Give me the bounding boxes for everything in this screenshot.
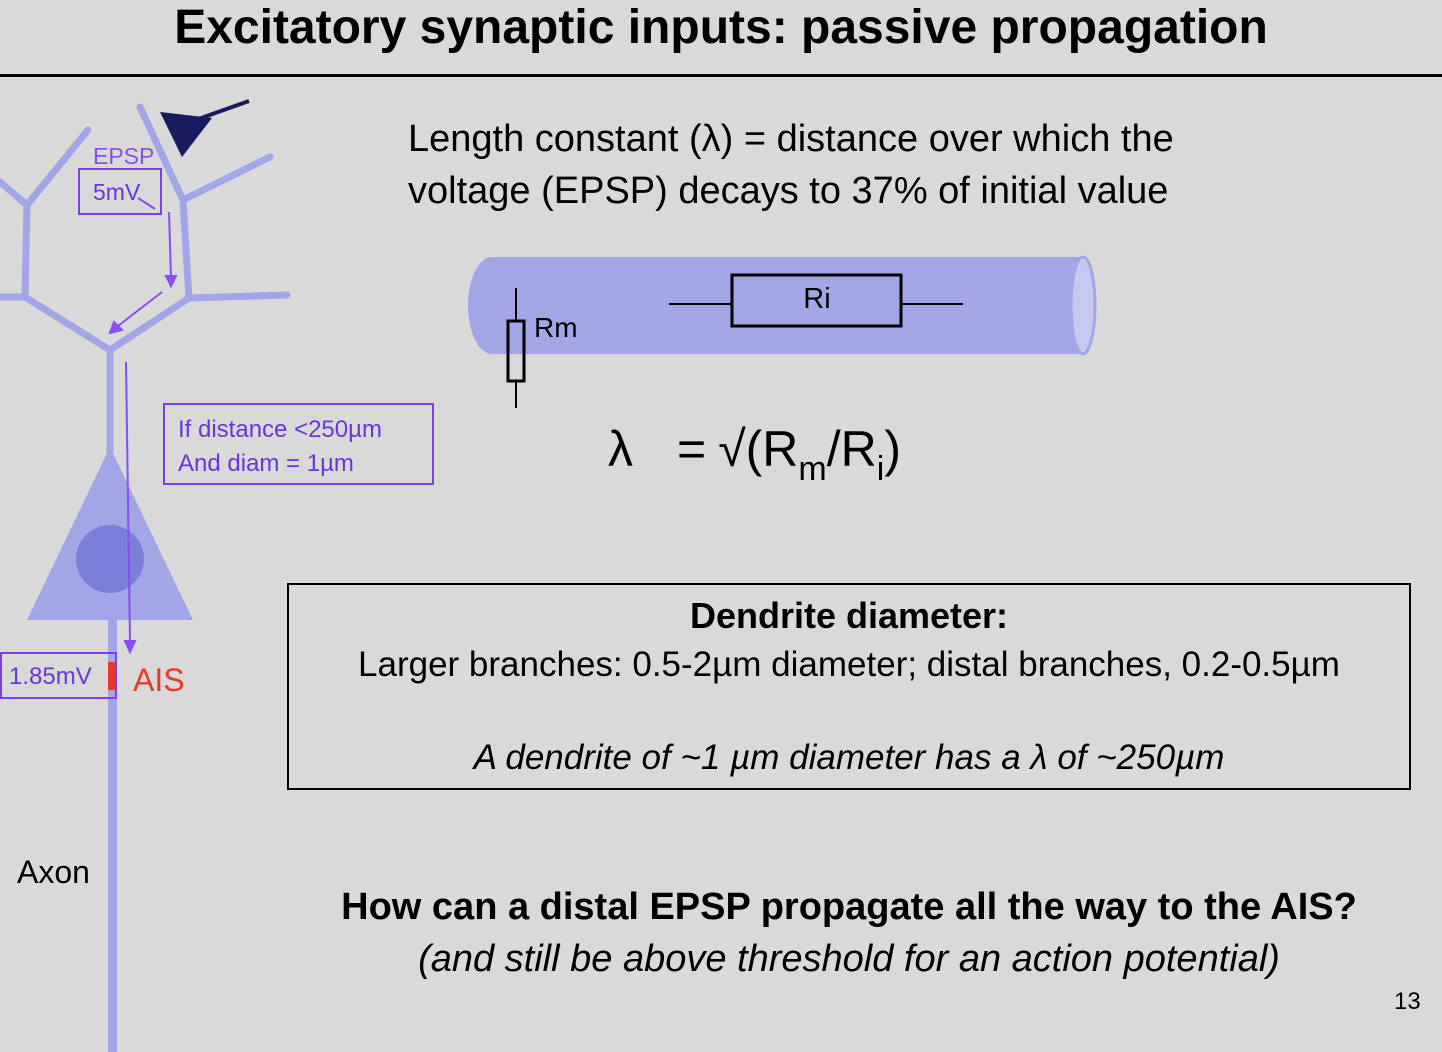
- dendrite-diameter-box: Dendrite diameter: Larger branches: 0.5-…: [287, 583, 1411, 790]
- formula-close: ): [884, 421, 901, 477]
- presynaptic-axon: [189, 99, 250, 124]
- distance-condition-line-2: And diam = 1µm: [178, 450, 354, 477]
- ri-label: Ri: [803, 283, 831, 315]
- dendrite-right-horizontal: [185, 291, 291, 302]
- arrow-down-dendrite: [168, 211, 172, 279]
- axon: [108, 615, 117, 1052]
- rm-label: Rm: [534, 312, 578, 343]
- ais-marker: [108, 662, 117, 690]
- distance-condition-box: If distance <250µm And diam = 1µm: [163, 403, 434, 485]
- arrow-epsp-to-box: [137, 197, 156, 210]
- formula-open: (R: [745, 421, 799, 477]
- formula-lambda: λ: [608, 421, 633, 477]
- epsp-arrows: [108, 197, 178, 655]
- title-divider: [0, 74, 1442, 77]
- axon-label: Axon: [17, 854, 90, 890]
- dendrite-left-upper: [23, 126, 92, 209]
- dendrite-left-tip: [0, 178, 31, 209]
- dendrite-branches: [0, 103, 291, 464]
- arrowhead-to-trunk: [108, 320, 124, 335]
- ais-amplitude: 1.85mV: [9, 663, 92, 690]
- dendrite-right-vertical: [179, 196, 193, 302]
- arrow-to-trunk: [117, 291, 163, 327]
- formula-equals: =: [677, 421, 707, 477]
- distance-condition-line-1: If distance <250µm: [178, 416, 382, 443]
- formula-sqrt: √: [718, 421, 746, 477]
- dendrite-left-lower: [21, 293, 114, 354]
- formula-mid: /R: [826, 421, 877, 477]
- epsp-label: EPSP: [93, 143, 155, 169]
- dendrite-right-branch: [179, 153, 274, 204]
- arrowhead-down-dendrite: [164, 275, 178, 289]
- epsp-amplitude-box: 5mV: [78, 168, 162, 215]
- neuron-diagram: [0, 99, 291, 1052]
- length-constant-definition: Length constant (λ) = distance over whic…: [408, 113, 1174, 217]
- formula-sub-m: m: [798, 450, 827, 488]
- slide-title: Excitatory synaptic inputs: passive prop…: [174, 1, 1268, 54]
- formula-sub-i: i: [876, 450, 885, 488]
- arrowhead-down-trunk: [123, 640, 137, 655]
- dendrite-right-lower: [106, 294, 193, 354]
- ais-amplitude-box: 1.85mV: [0, 652, 117, 699]
- diameter-heading: Dendrite diameter:: [689, 595, 1009, 636]
- dendrite-left-vertical: [21, 201, 31, 301]
- definition-line-1: Length constant (λ) = distance over whic…: [408, 118, 1174, 160]
- question-block: How can a distal EPSP propagate all the …: [290, 881, 1408, 985]
- cable-end-cap: [1069, 255, 1097, 356]
- question-sub: (and still be above threshold for an act…: [418, 938, 1280, 980]
- diameter-line-2: A dendrite of ~1 µm diameter has a λ of …: [473, 738, 1225, 777]
- soma-nucleus: [76, 525, 144, 593]
- length-constant-formula: λ =√(Rm/Ri): [608, 417, 901, 486]
- dendrite-right-upper: [136, 103, 187, 204]
- presynaptic-terminal: [160, 112, 212, 157]
- diameter-line-1: Larger branches: 0.5-2µm diameter; dista…: [358, 645, 1340, 684]
- epsp-amplitude: 5mV: [93, 179, 141, 205]
- arrow-down-trunk: [125, 361, 131, 643]
- ais-label: AIS: [133, 662, 185, 698]
- definition-line-2: voltage (EPSP) decays to 37% of initial …: [408, 170, 1169, 212]
- page-number: 13: [1394, 988, 1421, 1015]
- question-main: How can a distal EPSP propagate all the …: [341, 886, 1357, 928]
- rm-resistor: [506, 319, 526, 383]
